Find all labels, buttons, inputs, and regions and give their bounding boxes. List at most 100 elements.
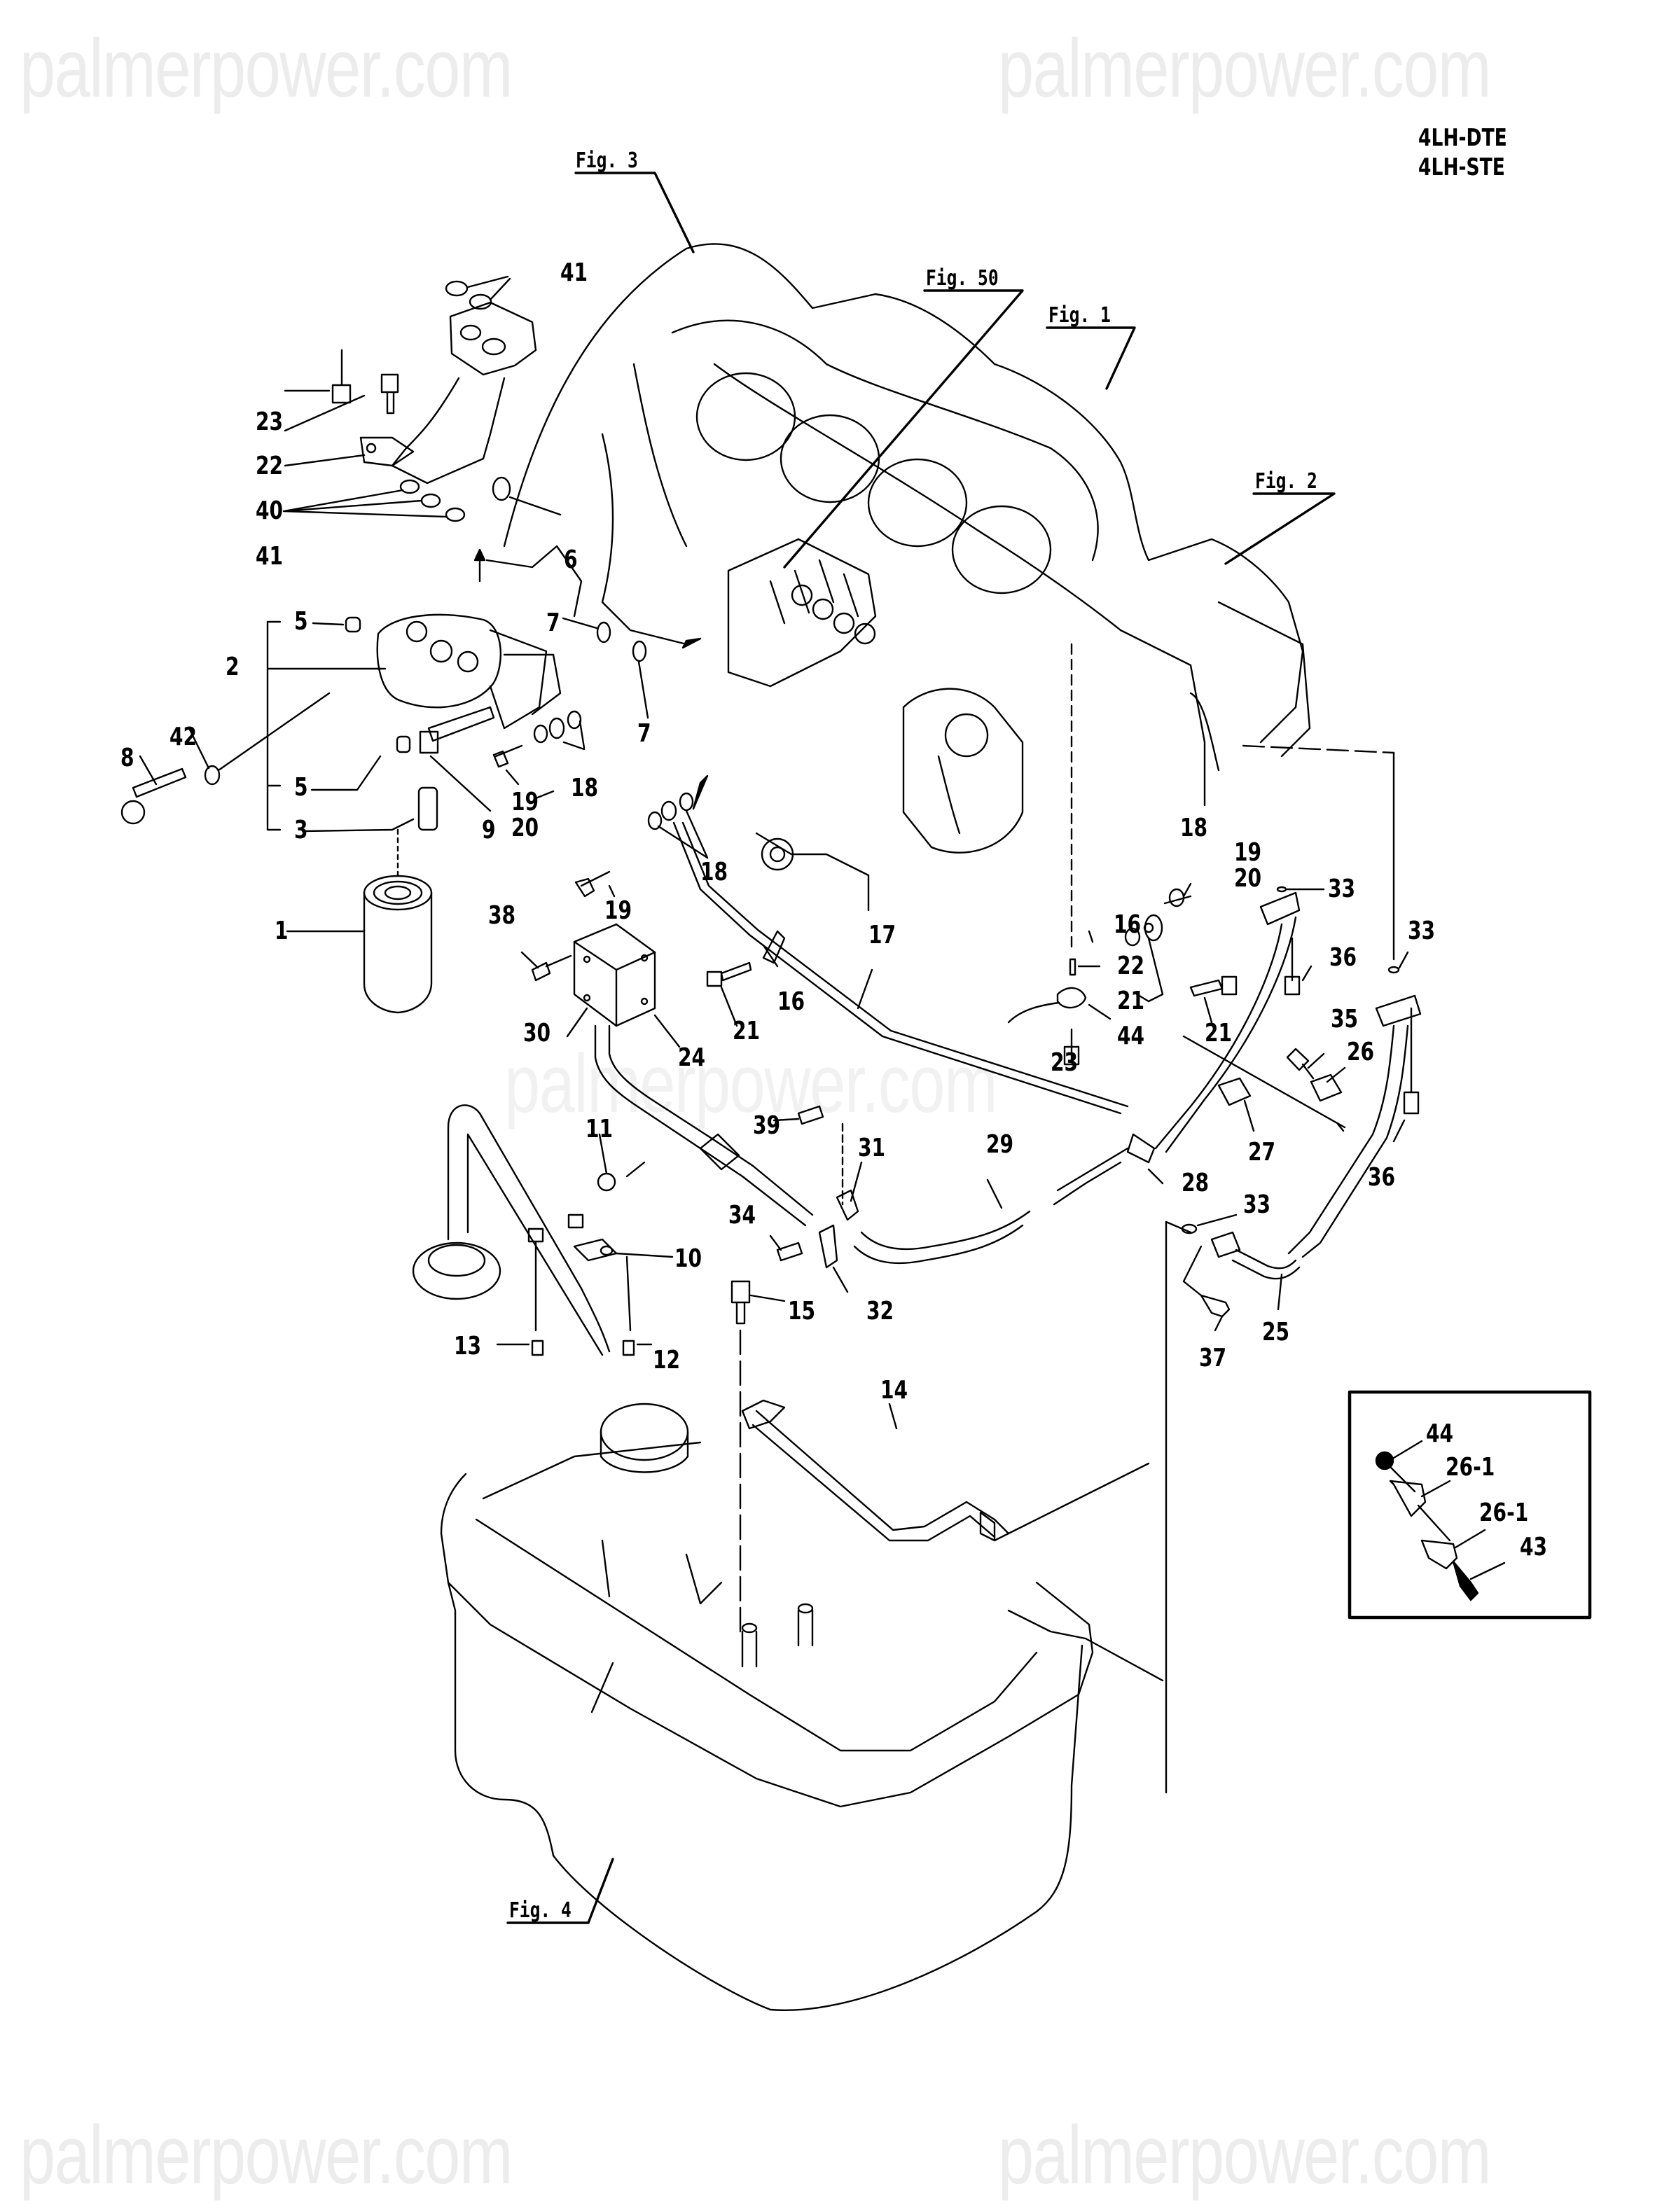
callout-36[interactable]: 36 bbox=[1368, 1163, 1396, 1192]
callout-23[interactable]: 23 bbox=[256, 408, 284, 436]
callout-21[interactable]: 21 bbox=[1117, 987, 1145, 1015]
fig4-leader bbox=[506, 1858, 614, 1924]
callout-44[interactable]: 44 bbox=[1117, 1022, 1145, 1050]
callout-3[interactable]: 3 bbox=[294, 816, 308, 844]
callout-20[interactable]: 20 bbox=[511, 814, 539, 842]
bolt-8 bbox=[132, 767, 187, 798]
callout-13[interactable]: 13 bbox=[454, 1332, 482, 1361]
callout-11[interactable]: 11 bbox=[586, 1115, 614, 1143]
inset-callout-26-1[interactable]: 26-1 bbox=[1479, 1498, 1529, 1527]
callout-17[interactable]: 17 bbox=[868, 921, 896, 950]
o-ring-41a bbox=[445, 280, 469, 297]
callout-39[interactable]: 39 bbox=[753, 1111, 781, 1140]
callout-33[interactable]: 33 bbox=[1408, 917, 1436, 945]
callout-41[interactable]: 41 bbox=[560, 258, 588, 287]
watermark-top-left: palmerpower.com bbox=[20, 22, 513, 115]
fig4-link[interactable]: Fig. 4 bbox=[509, 1898, 572, 1923]
joint-28 bbox=[1126, 1133, 1156, 1164]
callout-16[interactable]: 16 bbox=[1114, 910, 1142, 939]
callout-19[interactable]: 19 bbox=[604, 896, 632, 925]
bolt-22 bbox=[380, 373, 399, 415]
callout-42[interactable]: 42 bbox=[169, 723, 198, 751]
callout-36[interactable]: 36 bbox=[1329, 943, 1357, 972]
callout-19[interactable]: 19 bbox=[1234, 838, 1262, 867]
bolt-23 bbox=[331, 349, 352, 404]
oil-filter-part-1 bbox=[363, 875, 433, 1014]
callout-35[interactable]: 35 bbox=[1331, 1005, 1359, 1034]
fig2-link[interactable]: Fig. 2 bbox=[1255, 469, 1317, 494]
callout-18[interactable]: 18 bbox=[1180, 814, 1208, 842]
callout-30[interactable]: 30 bbox=[523, 1019, 551, 1048]
callout-18[interactable]: 18 bbox=[700, 858, 728, 886]
callout-2[interactable]: 2 bbox=[226, 653, 240, 681]
inset-callout-26-1[interactable]: 26-1 bbox=[1446, 1453, 1495, 1482]
callout-40[interactable]: 40 bbox=[256, 496, 284, 525]
callout-22[interactable]: 22 bbox=[1117, 952, 1145, 980]
watermark-center: palmerpower.com bbox=[504, 1038, 998, 1130]
callout-18[interactable]: 18 bbox=[571, 774, 599, 802]
model-label: 4LH-STE bbox=[1418, 153, 1505, 181]
callout-7[interactable]: 7 bbox=[546, 608, 560, 637]
callout-7[interactable]: 7 bbox=[637, 719, 651, 748]
callout-34[interactable]: 34 bbox=[728, 1201, 756, 1230]
detail-inset-box bbox=[1348, 1390, 1592, 1620]
model-list: 4LH-DTE 4LH-STE bbox=[1418, 123, 1507, 182]
callout-9[interactable]: 9 bbox=[482, 816, 496, 844]
fig50-link[interactable]: Fig. 50 bbox=[926, 266, 999, 291]
callout-32[interactable]: 32 bbox=[866, 1297, 894, 1326]
callout-29[interactable]: 29 bbox=[986, 1130, 1014, 1159]
inset-assembly bbox=[1375, 1440, 1506, 1601]
callout-16[interactable]: 16 bbox=[777, 987, 805, 1016]
inset-callout-43[interactable]: 43 bbox=[1520, 1533, 1548, 1561]
plug-5b bbox=[396, 735, 411, 753]
watermark-bottom-left: palmerpower.com bbox=[20, 2109, 513, 2201]
callout-33[interactable]: 33 bbox=[1328, 875, 1356, 903]
callout-41[interactable]: 41 bbox=[256, 542, 284, 571]
filter-bracket-part-2 bbox=[376, 613, 562, 730]
callout-1[interactable]: 1 bbox=[275, 917, 289, 945]
callout-26[interactable]: 26 bbox=[1347, 1038, 1375, 1066]
callout-14[interactable]: 14 bbox=[880, 1376, 908, 1405]
callout-6[interactable]: 6 bbox=[564, 545, 578, 574]
engine-block bbox=[485, 243, 1311, 912]
pipe-17 bbox=[672, 821, 1122, 1115]
callout-20[interactable]: 20 bbox=[1234, 864, 1262, 893]
callout-31[interactable]: 31 bbox=[858, 1134, 886, 1162]
callout-8[interactable]: 8 bbox=[120, 744, 134, 772]
callout-15[interactable]: 15 bbox=[788, 1297, 816, 1326]
fig3-leader bbox=[574, 172, 695, 253]
oil-pan bbox=[440, 1399, 1164, 2012]
callout-22[interactable]: 22 bbox=[256, 452, 284, 480]
callout-25[interactable]: 25 bbox=[1262, 1318, 1290, 1347]
nipple-3 bbox=[417, 786, 438, 831]
callout-10[interactable]: 10 bbox=[674, 1244, 702, 1273]
model-label: 4LH-DTE bbox=[1418, 124, 1507, 152]
callout-5[interactable]: 5 bbox=[294, 773, 308, 802]
fig3-link[interactable]: Fig. 3 bbox=[576, 148, 638, 173]
callout-24[interactable]: 24 bbox=[678, 1043, 706, 1072]
flange bbox=[1259, 891, 1301, 926]
bracket-pipe-part-40 bbox=[359, 301, 537, 485]
fig2-leader bbox=[1224, 492, 1336, 565]
o-ring-41b bbox=[469, 293, 492, 310]
bolt-9 bbox=[419, 706, 495, 754]
watermark-bottom-right: palmerpower.com bbox=[998, 2109, 1492, 2201]
inset-callout-44[interactable]: 44 bbox=[1426, 1419, 1454, 1448]
callout-12[interactable]: 12 bbox=[653, 1346, 681, 1375]
fig1-link[interactable]: Fig. 1 bbox=[1048, 303, 1111, 328]
callout-19[interactable]: 19 bbox=[511, 788, 539, 816]
callout-21[interactable]: 21 bbox=[733, 1017, 761, 1045]
callout-23[interactable]: 23 bbox=[1051, 1048, 1079, 1077]
callout-27[interactable]: 27 bbox=[1248, 1138, 1276, 1167]
callout-37[interactable]: 37 bbox=[1199, 1344, 1227, 1372]
callout-21[interactable]: 21 bbox=[1205, 1019, 1233, 1048]
callout-38[interactable]: 38 bbox=[488, 901, 516, 930]
cover-part-30 bbox=[573, 923, 656, 1027]
suction-pipe-part-10 bbox=[412, 1104, 618, 1356]
o-ring-11 bbox=[597, 1172, 616, 1192]
callout-5[interactable]: 5 bbox=[294, 607, 308, 636]
callout-33[interactable]: 33 bbox=[1243, 1190, 1271, 1219]
callout-28[interactable]: 28 bbox=[1182, 1169, 1210, 1197]
